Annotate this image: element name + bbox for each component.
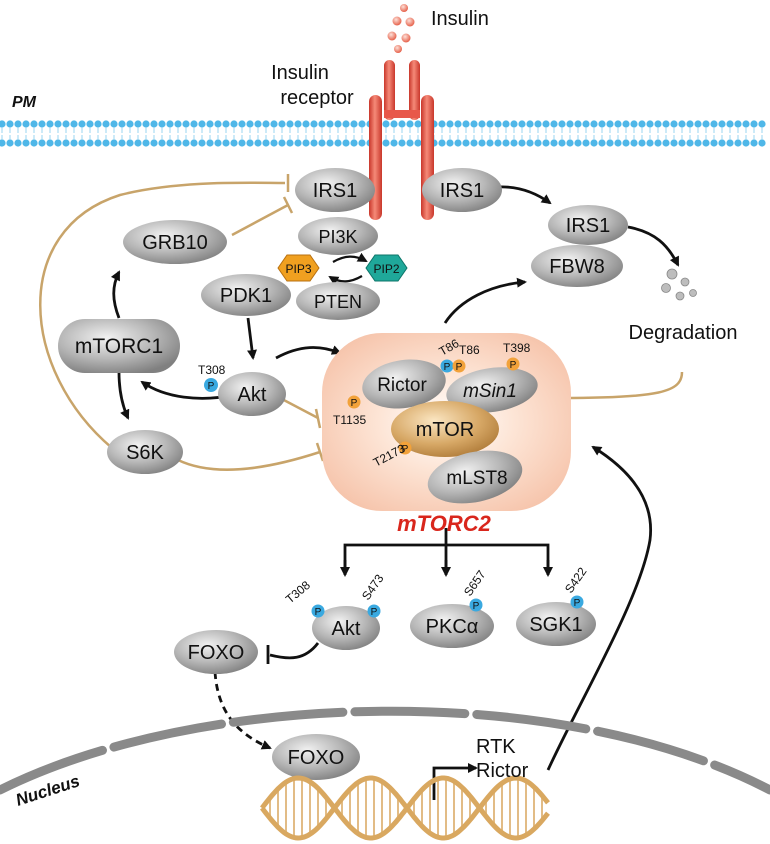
insulin-receptor-label-line1: Insulin [271, 62, 329, 84]
nuclear-envelope [0, 706, 770, 795]
irs1-left-node: IRS1 [313, 180, 357, 202]
site-s657: S657 [461, 567, 489, 598]
mtorc1-shape [58, 319, 180, 373]
mtorc2-label: mTORC2 [397, 511, 491, 536]
rictor-shape [362, 359, 446, 409]
akt-lower-shape [312, 606, 380, 650]
msin1-node: mSin1 [463, 381, 517, 402]
pi3k-node: PI3K [318, 227, 357, 247]
mlst8-shape [427, 450, 523, 504]
degradation-label: Degradation [629, 322, 738, 344]
foxo-translocation [213, 671, 272, 750]
insulin-label: Insulin [431, 8, 489, 30]
pi3k-shape [298, 217, 378, 255]
phospho-akt-upper [204, 378, 218, 392]
nodes-layer: IRS1 IRS1 IRS1 FBW8 GRB10 PI3K PDK1 PTEN… [58, 168, 628, 780]
site-s422: S422 [562, 564, 590, 595]
msin1-shape [446, 367, 538, 413]
fbw8-shape [531, 245, 623, 287]
site-t86-b: T86 [459, 343, 480, 357]
mtorc2-to-irs1-fbw8 [443, 277, 527, 324]
site-t308-lower: T308 [283, 578, 313, 607]
pip3-hexagon: PIP3 [277, 254, 320, 282]
phospho-p-label: P [444, 362, 451, 373]
rictor-gene-label: Rictor [476, 760, 529, 782]
degradation-fragments [661, 268, 697, 301]
mtorc1-node: mTORC1 [75, 335, 163, 358]
irs1-right-shape [422, 168, 502, 212]
rtk-rictor-to-mtorc2 [546, 445, 653, 771]
akt-lower-node: Akt [332, 618, 361, 640]
foxo-nuc-shape [272, 734, 360, 780]
grb10-shape [123, 220, 227, 264]
s6k-shape [107, 430, 183, 474]
sgk1-shape [516, 602, 596, 646]
site-t308-upper: T308 [198, 363, 226, 377]
pkca-shape [410, 604, 494, 648]
pdk1-node: PDK1 [220, 285, 272, 307]
pdk1-shape [201, 274, 291, 316]
phospho-p-label: P [473, 601, 480, 612]
grb10-node: GRB10 [142, 232, 208, 254]
akt-to-mtorc2 [275, 345, 342, 360]
pdk1-to-akt [246, 317, 257, 360]
pip2-to-pip3 [328, 275, 363, 286]
fbw8-node: FBW8 [549, 256, 605, 278]
irs1-left-shape [295, 168, 375, 212]
foxo-cyto-node: FOXO [188, 642, 245, 664]
grb10-inhibits-irs1 [231, 203, 289, 237]
phospho-p-label: P [510, 360, 517, 371]
phospho-p-label: P [371, 607, 378, 618]
pip3-to-pip2 [332, 252, 368, 263]
mtor-shape [391, 401, 499, 457]
foxo-nuc-node: FOXO [288, 747, 345, 769]
pip3-node: PIP3 [285, 262, 311, 276]
phospho-p-label: P [456, 362, 463, 373]
irs1-fbw-node: IRS1 [566, 215, 610, 237]
site-t1135: T1135 [333, 413, 366, 427]
rictor-node: Rictor [377, 375, 427, 396]
akt-inhibits-foxo [269, 642, 320, 660]
mtorc1-to-grb10 [110, 270, 121, 319]
phospho-p-label: P [351, 398, 358, 409]
akt-upper-shape [218, 372, 286, 416]
activation-edges [110, 185, 680, 800]
akt-inhibits-mtorc2 [279, 396, 319, 420]
pten-node: PTEN [314, 292, 362, 312]
insulin-receptor-label-line2: receptor [280, 87, 354, 109]
sgk1-node: SGK1 [529, 614, 582, 636]
s6k-node: S6K [126, 442, 164, 464]
s6k-inhibits-irs1 [39, 181, 286, 449]
phospho-p-label: P [208, 381, 215, 392]
phospho-p-label: P [574, 598, 581, 609]
dna-helix [260, 775, 550, 841]
pm-label: PM [12, 94, 37, 111]
site-t398: T398 [503, 341, 531, 355]
degradation-inhibits-mtorc2 [559, 371, 684, 400]
mtor-node: mTOR [416, 419, 475, 441]
irs1-right-node: IRS1 [440, 180, 484, 202]
pkca-node: PKCα [426, 616, 479, 638]
plasma-membrane [0, 120, 770, 147]
akt-upper-node: Akt [238, 384, 267, 406]
site-s473: S473 [359, 571, 387, 602]
pten-shape [296, 282, 380, 320]
pip2-node: PIP2 [373, 262, 399, 276]
s6k-inhibits-mtorc2 [177, 450, 321, 471]
pip2-hexagon: PIP2 [365, 254, 408, 282]
transcription-arrow [432, 763, 478, 800]
foxo-cyto-shape [174, 630, 258, 674]
rtk-label: RTK [476, 736, 516, 758]
phospho-p-label: P [402, 444, 409, 455]
mlst8-node: mLST8 [446, 468, 507, 489]
irs1-to-degradation [627, 225, 680, 267]
inhibition-edges [39, 174, 684, 471]
insulin-molecules [387, 4, 415, 53]
mtorc1-to-s6k [117, 371, 130, 420]
irs1-fbw-shape [548, 205, 628, 245]
phospho-p-label: P [315, 607, 322, 618]
